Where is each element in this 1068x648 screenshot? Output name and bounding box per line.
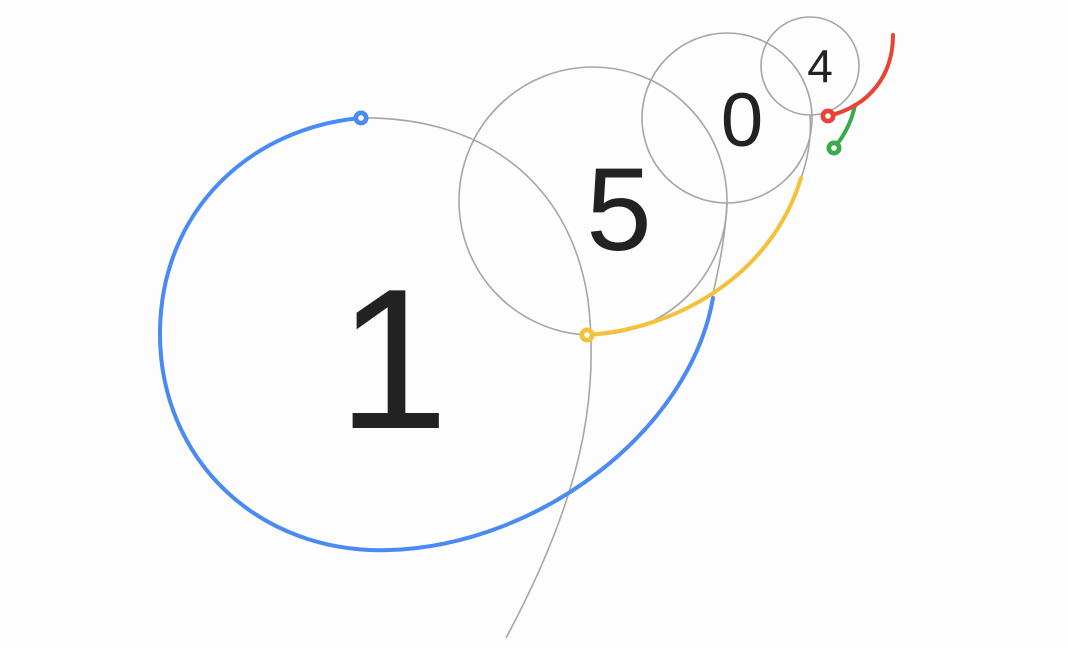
guide-spiral-mid bbox=[711, 202, 728, 299]
guide-spiral-left bbox=[360, 117, 593, 639]
digit-minutes-ones: 4 bbox=[807, 40, 833, 92]
green-dot bbox=[826, 140, 842, 156]
digit-minutes-tens: 0 bbox=[721, 78, 763, 163]
digit-hours-tens: 1 bbox=[337, 248, 448, 471]
yellow-dot bbox=[579, 327, 595, 343]
digit-hours-ones: 5 bbox=[586, 144, 652, 276]
yellow-arc bbox=[585, 176, 803, 337]
guide-spiral-right bbox=[800, 114, 812, 179]
blue-dot bbox=[353, 110, 369, 126]
red-arc bbox=[826, 33, 895, 118]
blue-arc bbox=[157, 116, 715, 553]
red-dot bbox=[820, 108, 836, 124]
